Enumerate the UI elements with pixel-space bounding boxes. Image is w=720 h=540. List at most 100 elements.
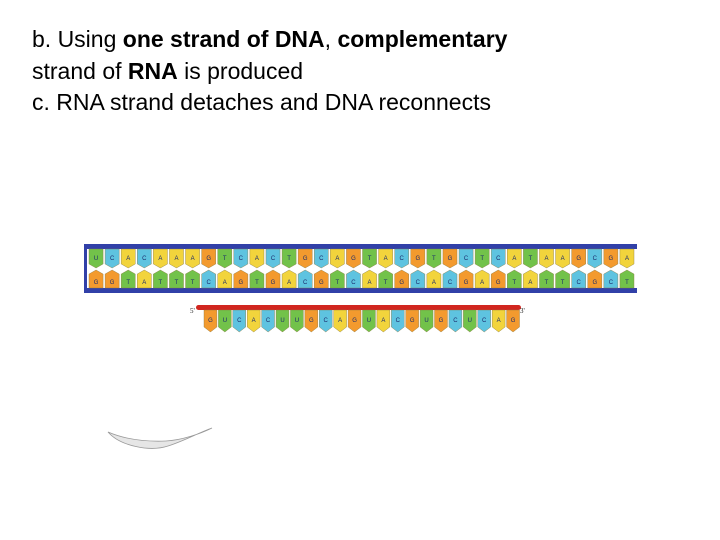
dna-top-base-letter: U [94,256,98,262]
dna-top-base-letter: G [206,256,211,262]
dna-bottom-base [137,269,152,289]
line-b2-prefix: strand of [32,57,128,84]
dna-top-base-letter: C [142,256,147,262]
dna-top-base-letter: A [126,256,130,262]
dna-bottom-base [281,269,297,289]
dna-bottom-base [120,269,136,289]
dna-top-base-letter: A [384,256,388,262]
rna-base-letter: A [381,318,385,324]
dna-top-base [88,248,104,269]
dna-top-base [458,248,474,269]
rna-base-letter: G [208,318,213,324]
dna-bottom-base [104,269,120,289]
dna-bottom-base-letter: C [206,280,211,286]
dna-top-base [362,248,377,269]
dna-bottom-base [539,269,554,289]
line-b-emphasis-complementary: complementary [337,26,508,52]
dna-top-base-letter: C [239,256,244,262]
dna-bottom-base-letter: T [159,280,163,286]
dna-bottom-base [378,269,393,289]
rna-base [477,309,491,333]
dna-top-base [346,248,361,269]
dna-top-base-letter: A [625,256,629,262]
dna-top-base [201,248,216,269]
dna-bottom-base [410,269,426,289]
dna-bottom-base-letter: A [480,280,484,286]
rna-base-letter: U [367,318,371,324]
dna-top-base [378,248,393,269]
dna-bottom-base [249,269,265,289]
dna-bottom-base [330,269,345,289]
dna-top-base-letter: C [319,256,324,262]
dna-bottom-base [442,269,458,289]
dna-top-base [314,248,329,269]
rna-base-letter: U [468,318,472,324]
dna-top-base-letter: C [593,256,598,262]
dna-top-base-letter: A [335,256,339,262]
rna-base-letter: U [424,318,428,324]
dna-bottom-base-letter: C [448,280,453,286]
dna-top-base-letter: G [448,256,453,262]
dna-bottom-base [491,269,506,289]
dna-bottom-base-letter: T [255,280,259,286]
dna-bottom-base-letter: G [94,280,99,286]
dna-top-base-letter: G [609,256,614,262]
dna-top-base [137,248,152,269]
dna-top-base [587,248,603,269]
dna-top-base [185,248,200,269]
rna-base [405,309,419,333]
dna-top-base [217,248,232,269]
rna-base-letter: G [439,318,444,324]
rna-base [232,309,246,333]
dna-bottom-base-letter: C [577,280,582,286]
line-b2-suffix: is produced [177,57,304,84]
dna-top-base-letter: T [287,256,291,262]
dna-bottom-base-letter: G [399,280,404,286]
dna-top-base-letter: A [255,256,259,262]
rna-base-letter: C [482,318,487,324]
dna-bottom-base-letter: A [142,280,146,286]
rna-base-letter: G [410,318,415,324]
rna-base [391,309,405,333]
dna-top-base [297,248,313,269]
rna-base-letter: A [338,318,342,324]
dna-top-base [442,248,458,269]
dna-bottom-base-letter: A [368,280,372,286]
dna-top-base-letter: T [223,256,227,262]
dna-top-base [410,248,426,269]
rna-base-letter: C [237,318,242,324]
rna-base-letter: U [223,318,227,324]
rna-base-letter: G [511,318,516,324]
rna-base-letter: A [252,318,256,324]
dna-top-base [426,248,442,269]
dna-top-base [265,248,281,269]
line-b2-emphasis-rna: RNA [127,57,178,84]
dna-top-base [153,248,168,269]
dna-bottom-base [201,269,216,289]
dna-bottom-base-letter: G [271,280,276,286]
dna-bottom-base-letter: G [319,280,324,286]
dna-bottom-base-letter: C [303,280,308,286]
rna-base [376,309,391,333]
dna-bottom-base-letter: G [110,280,115,286]
dna-top-base-letter: C [271,256,276,262]
dna-bottom-base [587,269,603,289]
dna-bottom-base-letter: G [239,280,244,286]
rna-base-letter: U [295,318,299,324]
dna-top-base-letter: C [464,256,469,262]
dna-top-base-letter: T [368,256,372,262]
dna-top-base [571,248,586,269]
line-b-emphasis-dna: one strand of DNA [122,26,325,52]
dna-bottom-base [507,269,522,289]
dna-top-base-letter: A [545,256,549,262]
dna-top-base-letter: A [158,256,162,262]
dna-bottom-base [426,269,442,289]
dna-bottom-base-letter: A [287,280,291,286]
slide-text: b. Using one strand of DNA, complementar… [32,24,692,119]
rna-base [218,309,232,333]
dna-bottom-base [619,269,635,289]
dna-bottom-base [346,269,361,289]
dna-bottom-base [217,269,232,289]
